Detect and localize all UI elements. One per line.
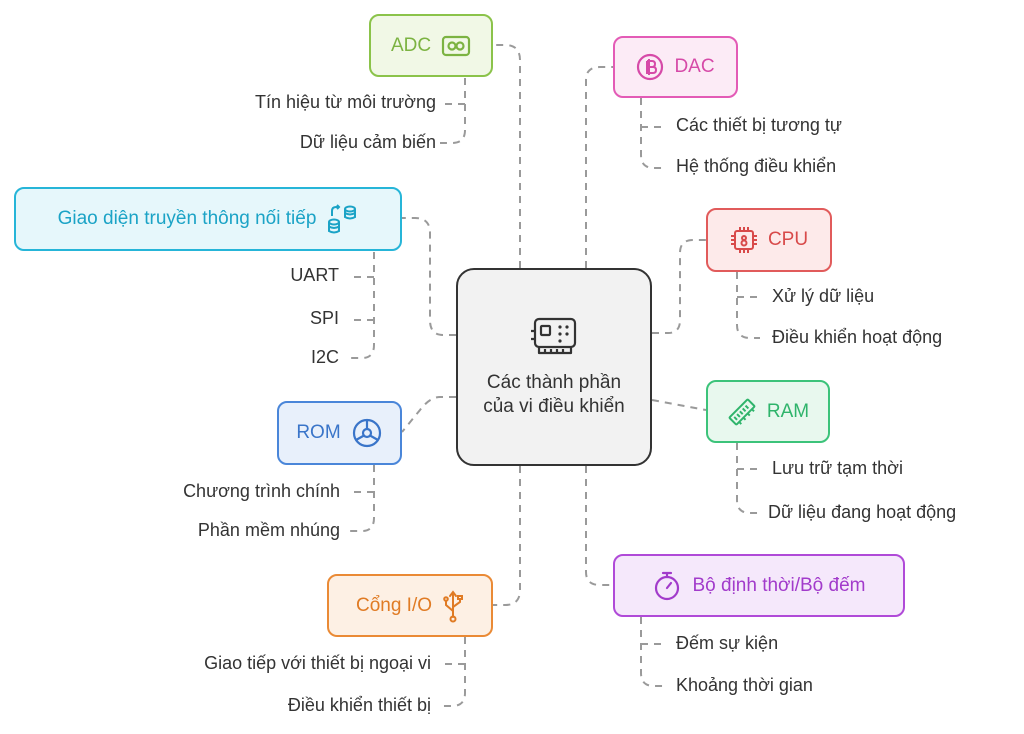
microcontroller-board-icon <box>531 317 577 355</box>
dac-label: DAC <box>674 56 715 77</box>
cpu-item-2: Điều khiển hoạt động <box>772 327 943 347</box>
serial-item-3: I2C <box>310 347 339 367</box>
timer-item-1: Đếm sự kiện <box>676 633 779 653</box>
center-title: Các thành phần của vi điều khiển <box>483 372 625 417</box>
stopwatch-icon <box>655 571 680 600</box>
usb-icon <box>443 589 464 622</box>
adc-label: ADC <box>390 34 432 56</box>
rom-label: ROM <box>296 422 341 443</box>
dac-b-icon <box>637 53 664 81</box>
io-label: Cổng I/O <box>355 594 433 616</box>
ram-label: RAM <box>766 400 810 422</box>
rom-item-2: Phần mềm nhúng <box>197 520 340 540</box>
rom-disc-icon <box>352 418 381 448</box>
cpu-label: CPU <box>767 229 809 250</box>
serial-node[interactable]: Giao diện truyền thông nối tiếp <box>14 187 402 251</box>
adc-node[interactable]: ADC <box>369 14 493 77</box>
serial-item-1: UART <box>290 265 339 285</box>
ram-item-1: Lưu trữ tạm thời <box>772 458 903 478</box>
serial-data-icon <box>328 204 357 234</box>
adc-item-1: Tín hiệu từ môi trường <box>255 92 436 112</box>
cpu-chip-icon <box>730 227 757 253</box>
io-item-2: Điều khiển thiết bị <box>287 695 431 715</box>
serial-item-2: SPI <box>309 308 339 328</box>
cpu-node[interactable]: CPU <box>706 208 832 272</box>
center-node[interactable]: Các thành phần của vi điều khiển <box>456 268 652 466</box>
io-node[interactable]: Cổng I/O <box>327 574 493 637</box>
timer-node[interactable]: Bộ định thời/Bộ đếm <box>613 554 905 617</box>
dac-node[interactable]: DAC <box>613 36 738 98</box>
dac-item-1: Các thiết bị tương tự <box>676 115 842 135</box>
cpu-item-1: Xử lý dữ liệu <box>772 286 875 306</box>
adc-item-2: Dữ liệu cảm biến <box>299 132 436 152</box>
rom-item-1: Chương trình chính <box>183 481 340 501</box>
ram-node[interactable]: RAM <box>706 380 830 443</box>
dac-item-2: Hệ thống điều khiển <box>676 156 837 176</box>
io-item-1: Giao tiếp với thiết bị ngoại vi <box>204 653 431 673</box>
ram-item-2: Dữ liệu đang hoạt động <box>768 502 957 522</box>
ram-memory-icon <box>728 398 756 425</box>
timer-item-2: Khoảng thời gian <box>676 675 813 695</box>
timer-label: Bộ định thời/Bộ đếm <box>692 574 866 596</box>
rom-node[interactable]: ROM <box>277 401 402 465</box>
serial-label: Giao diện truyền thông nối tiếp <box>57 208 317 229</box>
adc-converter-icon <box>441 35 471 56</box>
